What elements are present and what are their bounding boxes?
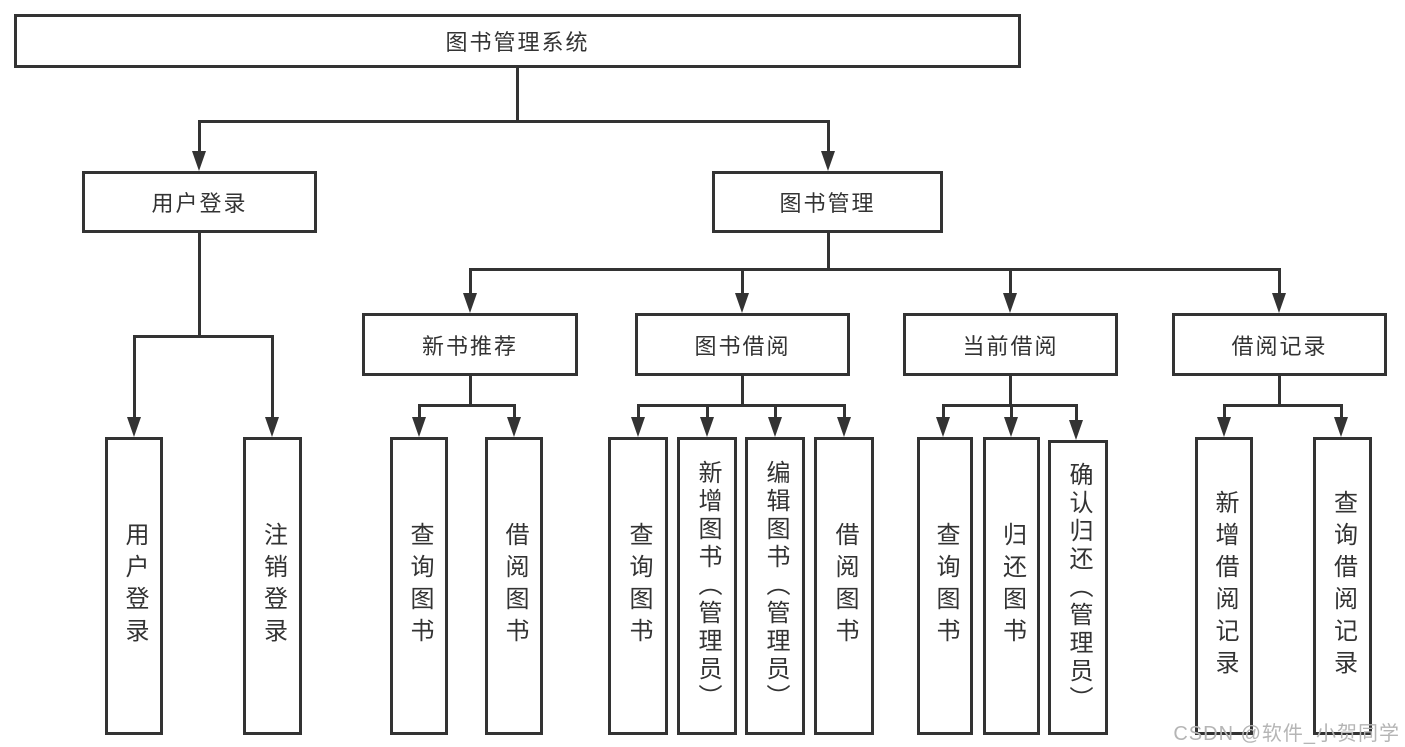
node-leaf-cb-query-books: 查询图书 xyxy=(917,437,973,735)
connector-line xyxy=(469,268,472,293)
connector-line xyxy=(1340,404,1343,417)
connector-line xyxy=(1010,404,1013,417)
leaf-label: 借阅图书 xyxy=(831,522,858,650)
node-root: 图书管理系统 xyxy=(14,14,1021,68)
leaf-label: 新增图书（管理员） xyxy=(694,460,721,712)
leaf-label: 归还图书 xyxy=(998,522,1026,650)
node-leaf-cb-confirm-return: 确认归还（管理员） xyxy=(1048,440,1108,735)
connector-arrowhead xyxy=(936,417,950,437)
connector-arrowhead xyxy=(192,151,206,171)
connector-line xyxy=(1223,404,1226,417)
connector-arrowhead xyxy=(631,417,645,437)
connector-line xyxy=(418,404,516,407)
connector-line xyxy=(198,233,201,335)
node-leaf-bb-add-books: 新增图书（管理员） xyxy=(677,437,737,735)
connector-line xyxy=(198,120,201,151)
connector-arrowhead xyxy=(463,293,477,313)
connector-arrowhead xyxy=(412,417,426,437)
leaf-label: 新增借阅记录 xyxy=(1211,490,1238,682)
connector-line xyxy=(827,120,830,151)
connector-arrowhead xyxy=(1217,417,1231,437)
connector-arrowhead xyxy=(768,417,782,437)
node-leaf-bb-edit-books: 编辑图书（管理员） xyxy=(745,437,805,735)
connector-arrowhead xyxy=(127,417,141,437)
leaf-label: 查询借阅记录 xyxy=(1329,490,1357,682)
connector-line xyxy=(1075,404,1078,420)
connector-line xyxy=(741,376,744,404)
connector-line xyxy=(513,404,516,417)
node-leaf-cb-return-books: 归还图书 xyxy=(983,437,1040,735)
connector-line xyxy=(637,404,640,417)
node-leaf-nbr-borrow-books: 借阅图书 xyxy=(485,437,543,735)
node-leaf-bb-query-books: 查询图书 xyxy=(608,437,668,735)
connector-arrowhead xyxy=(265,417,279,437)
connector-line xyxy=(827,233,830,268)
node-new-book-recommendation: 新书推荐 xyxy=(362,313,578,376)
node-leaf-user-login: 用户登录 xyxy=(105,437,163,735)
connector-arrowhead xyxy=(1003,293,1017,313)
leaf-label: 用户登录 xyxy=(121,522,148,650)
leaf-label: 借阅图书 xyxy=(501,522,528,650)
node-book-borrowing: 图书借阅 xyxy=(635,313,850,376)
connector-arrowhead xyxy=(1069,420,1083,440)
leaf-label: 查询图书 xyxy=(932,522,959,650)
connector-arrowhead xyxy=(837,417,851,437)
connector-line xyxy=(1009,376,1012,404)
leaf-label: 查询图书 xyxy=(406,522,433,650)
connector-arrowhead xyxy=(507,417,521,437)
connector-line xyxy=(1278,268,1281,293)
node-leaf-br-query-record: 查询借阅记录 xyxy=(1313,437,1372,735)
connector-line xyxy=(843,404,846,417)
connector-line xyxy=(469,376,472,404)
node-leaf-logout: 注销登录 xyxy=(243,437,302,735)
node-borrowing-records: 借阅记录 xyxy=(1172,313,1387,376)
connector-arrowhead xyxy=(735,293,749,313)
node-leaf-nbr-query-books: 查询图书 xyxy=(390,437,448,735)
connector-line xyxy=(418,404,421,417)
leaf-label: 注销登录 xyxy=(259,522,287,650)
connector-line xyxy=(942,404,945,417)
node-current-borrowing: 当前借阅 xyxy=(903,313,1118,376)
node-leaf-br-add-record: 新增借阅记录 xyxy=(1195,437,1253,735)
leaf-label: 编辑图书（管理员） xyxy=(762,460,789,712)
connector-arrowhead xyxy=(700,417,714,437)
connector-line xyxy=(741,268,744,293)
watermark: CSDN @软件_小贺同学 xyxy=(1173,723,1400,745)
node-book-management: 图书管理 xyxy=(712,171,943,233)
connector-line xyxy=(637,404,846,407)
node-user-login: 用户登录 xyxy=(82,171,317,233)
connector-line xyxy=(271,335,274,417)
node-leaf-bb-borrow-books: 借阅图书 xyxy=(814,437,874,735)
leaf-label: 查询图书 xyxy=(625,522,652,650)
connector-line xyxy=(469,268,1281,271)
connector-line xyxy=(133,335,274,338)
connector-arrowhead xyxy=(1334,417,1348,437)
connector-line xyxy=(706,404,709,417)
connector-line xyxy=(1009,268,1012,293)
connector-arrowhead xyxy=(1004,417,1018,437)
connector-line xyxy=(516,68,519,120)
connector-line xyxy=(198,120,830,123)
connector-line xyxy=(774,404,777,417)
connector-line xyxy=(1223,404,1343,407)
leaf-label: 确认归还（管理员） xyxy=(1065,461,1092,714)
connector-arrowhead xyxy=(821,151,835,171)
connector-line xyxy=(1278,376,1281,404)
connector-arrowhead xyxy=(1272,293,1286,313)
connector-line xyxy=(133,335,136,417)
